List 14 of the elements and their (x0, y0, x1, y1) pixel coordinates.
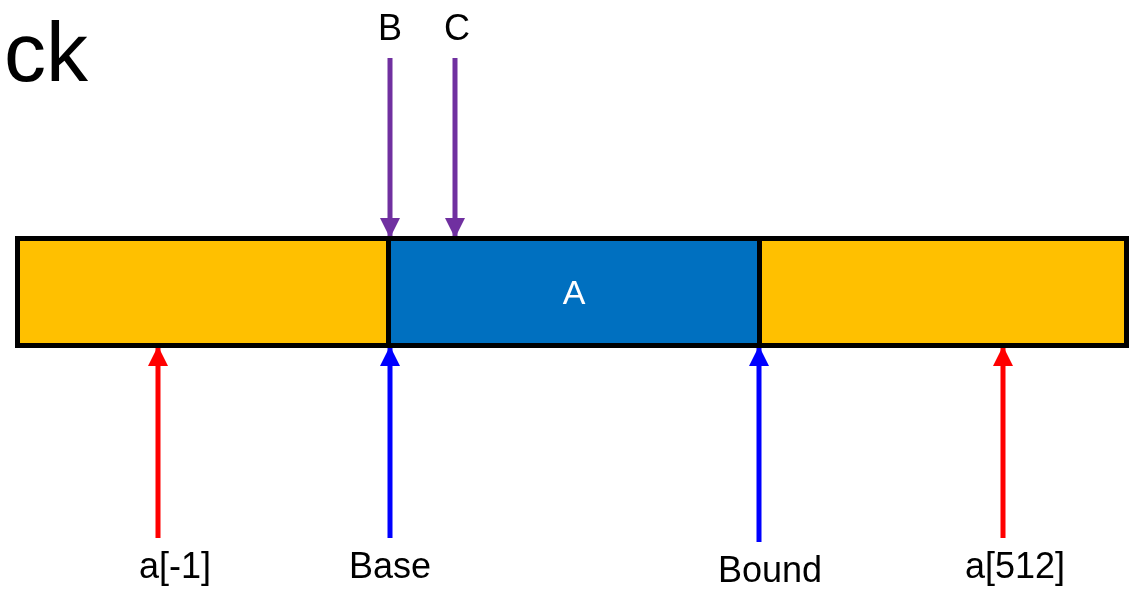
pointer-label: a[-1] (110, 544, 240, 588)
arrow (148, 346, 168, 538)
pointer-label: Bound (700, 548, 840, 590)
arrow (445, 58, 465, 238)
block-label: A (562, 272, 586, 312)
arrow (380, 346, 400, 538)
arrow (380, 58, 400, 238)
arrow (749, 346, 769, 542)
pointer-label: a[512] (940, 544, 1090, 588)
pointer-label: B (370, 6, 410, 50)
pointer-label: Base (330, 544, 450, 588)
arrow (993, 346, 1013, 538)
pointer-label: C (437, 6, 477, 50)
title-fragment: ck (4, 4, 88, 101)
